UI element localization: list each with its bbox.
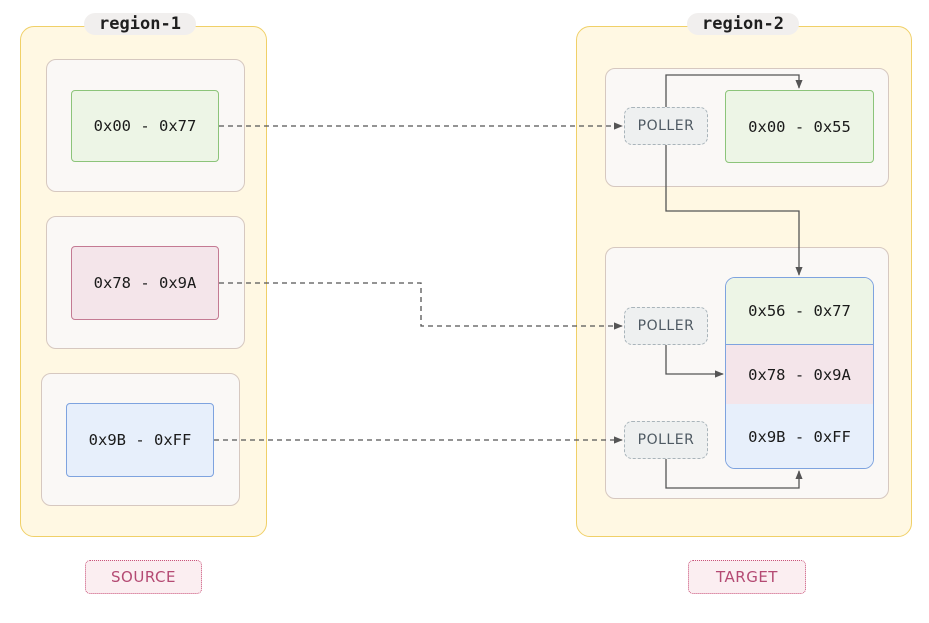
stack-cell-2: 0x78 - 0x9A [726,344,873,406]
poller-2: POLLER [624,307,708,345]
source-range-1: 0x00 - 0x77 [71,90,219,162]
stack-cell-3: 0x9B - 0xFF [726,404,873,468]
target-range-top: 0x00 - 0x55 [725,90,874,163]
poller-3: POLLER [624,421,708,459]
source-range-3: 0x9B - 0xFF [66,403,214,477]
dashed-connector-2 [219,282,623,330]
target-range-stack: 0x56 - 0x77 0x78 - 0x9A 0x9B - 0xFF [725,277,874,469]
target-tag: TARGET [688,560,806,594]
source-range-2: 0x78 - 0x9A [71,246,219,320]
source-tag: SOURCE [85,560,202,594]
region-2-label: region-2 [687,13,799,35]
stack-cell-1: 0x56 - 0x77 [726,278,873,344]
poller-1: POLLER [624,107,708,145]
region-1-label: region-1 [84,13,196,35]
